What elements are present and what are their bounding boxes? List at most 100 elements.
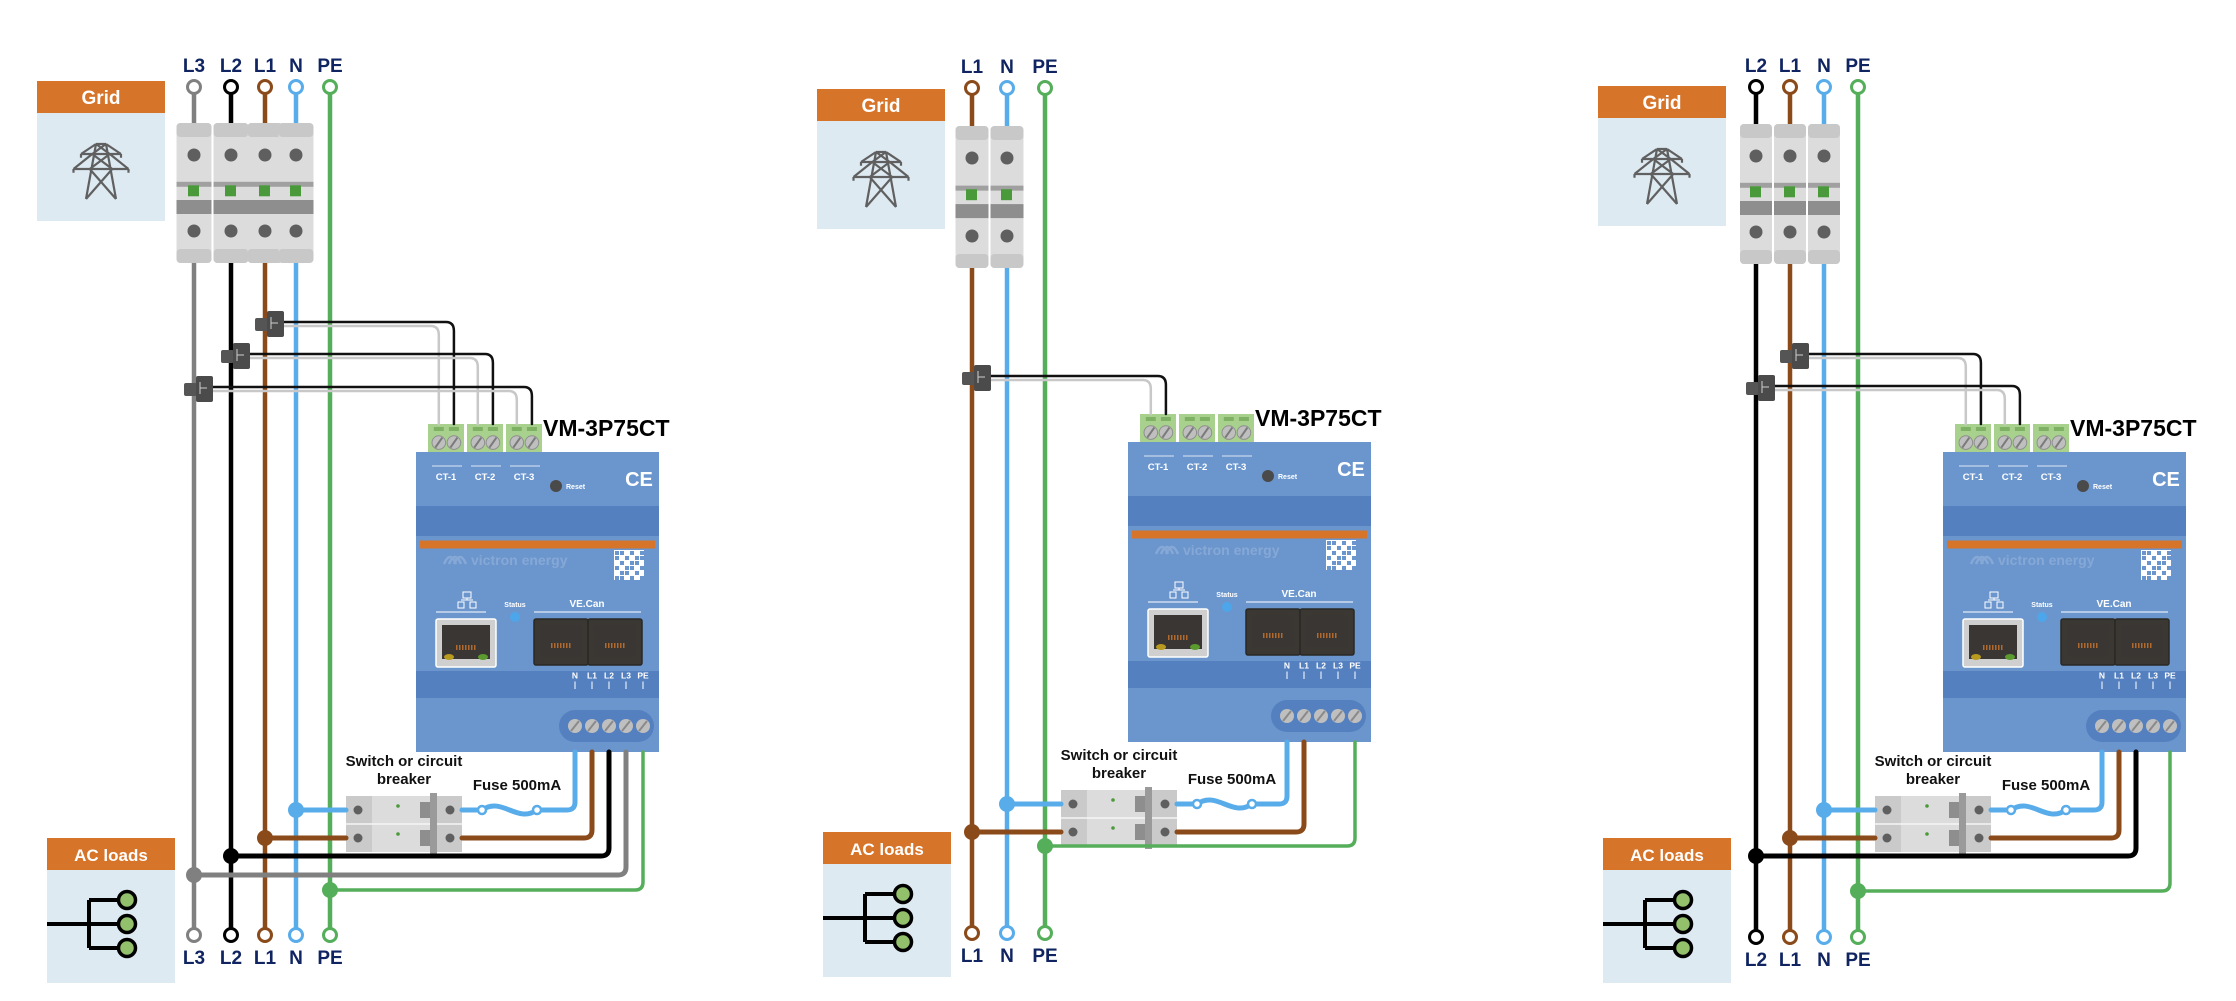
ct-lead-black: [1772, 384, 2022, 426]
fuse-label: Fuse 500mA: [473, 777, 562, 794]
device-orange-stripe: [1947, 540, 2182, 549]
ct-terminal-block: [1179, 414, 1215, 444]
port-pin: [1281, 633, 1283, 638]
top-terminal-N: [1816, 79, 1832, 95]
current-transformer: [184, 376, 213, 402]
port-pin: [2132, 643, 2134, 648]
port-pin: [456, 645, 458, 650]
port-pin: [1171, 635, 1173, 640]
port-pin: [1320, 633, 1322, 638]
breaker-ridge: [1740, 182, 1772, 188]
breaker-bottom-cap: [990, 254, 1024, 268]
vecan-label: VE.Can: [569, 599, 604, 610]
ct-clamp-jaw: [221, 350, 234, 363]
fuse-terminal: [2060, 804, 2072, 816]
breaker-handle-base: [990, 204, 1024, 219]
port-pin: [2001, 645, 2003, 650]
switch-screw: [1068, 799, 1078, 809]
supply-terminal-label-L2: L2: [2131, 671, 2141, 681]
port-led-amber: [444, 654, 454, 660]
screw-slot: [2148, 720, 2158, 732]
breaker-handle-base: [1808, 201, 1840, 215]
current-transformer: [255, 311, 284, 337]
port-socket: [594, 625, 636, 657]
bottom-label-L1: L1: [254, 948, 277, 969]
breaker-screw-top: [1749, 149, 1763, 163]
port-pin: [468, 645, 470, 650]
port-pin: [1168, 635, 1170, 640]
device-orange-stripe: [420, 540, 655, 549]
breaker-toggle: [1750, 186, 1761, 198]
qr-code-icon: [2141, 550, 2171, 580]
ethernet-port: [1147, 608, 1209, 658]
grid-source-box: Grid: [817, 89, 945, 229]
logo-swirl: [1974, 555, 1990, 565]
reset-button[interactable]: [1262, 470, 1274, 482]
breaker-pole: [176, 123, 212, 263]
switch-lever-slot: [1135, 796, 1147, 812]
ct-clamp-body: [1758, 375, 1775, 401]
terminal-slot: [472, 427, 483, 431]
supply-terminal-label-N: N: [2099, 671, 2105, 681]
pylon-lines: [1633, 147, 1691, 205]
breaker-bottom-cap: [213, 249, 249, 263]
bottom-terminal-L1: [257, 927, 273, 943]
port-led-green: [1190, 644, 1200, 650]
ct-label-1: CT-1: [1963, 472, 1984, 483]
breaker-ridge: [1808, 182, 1840, 188]
qr-cell: [625, 556, 629, 560]
device-model-label: VM-3P75CT: [543, 415, 670, 441]
breaker-toggle: [225, 185, 236, 197]
network-icon: [1984, 591, 2004, 609]
ct-leads: [988, 374, 1168, 416]
breaker-screw-top: [187, 148, 201, 162]
breaker-pole: [247, 123, 283, 263]
bottom-label-N: N: [1000, 946, 1014, 967]
reset-button[interactable]: [550, 480, 562, 492]
port-socket: [1154, 615, 1202, 649]
ct-lead-white: [1772, 388, 2007, 426]
breaker-ridge: [213, 181, 249, 187]
qr-cell: [2167, 556, 2171, 560]
qr-cell: [1342, 556, 1346, 560]
screw-slot: [434, 437, 444, 449]
qr-code-icon: [1326, 540, 1356, 570]
switch-lever-slot: [1949, 830, 1961, 846]
port-pin: [554, 643, 556, 648]
qr-cell: [620, 571, 624, 575]
qr-code-icon: [614, 550, 644, 580]
terminal-slot: [1223, 417, 1234, 421]
fuse-terminal: [1246, 798, 1258, 810]
qr-cell: [635, 561, 639, 565]
port-led-amber: [1971, 654, 1981, 660]
breaker-top-cap: [1808, 124, 1840, 138]
reset-label: Reset: [566, 484, 586, 491]
breaker-toggle: [1818, 186, 1829, 198]
ct-clamp-jaw: [962, 372, 975, 385]
top-terminal-PE: [1037, 80, 1053, 96]
ct-arrow-icon: [270, 317, 278, 329]
grid-box-header: [37, 81, 165, 113]
port-pin: [623, 643, 625, 648]
grid-label: Grid: [861, 96, 900, 117]
top-label-L2: L2: [220, 56, 242, 77]
load-node: [116, 889, 138, 911]
reset-button[interactable]: [2077, 480, 2089, 492]
vecan-label: VE.Can: [1281, 589, 1316, 600]
port-pin: [620, 643, 622, 648]
top-terminal-L2: [1748, 79, 1764, 95]
l1-supply: [459, 749, 595, 841]
port-pin: [2081, 643, 2083, 648]
victron-logo: victron energy: [1154, 542, 1280, 558]
top-terminal-N: [288, 79, 304, 95]
bottom-terminal-N: [1816, 929, 1832, 945]
switch-screw: [1974, 833, 1984, 843]
ct-clamp-jaw: [184, 383, 197, 396]
port-socket: [1252, 615, 1294, 647]
breaker-pole: [1808, 124, 1840, 264]
junction-dot: [322, 882, 338, 898]
ct-label-2: CT-2: [2002, 472, 2023, 483]
switch-screw: [1160, 799, 1170, 809]
victron-logo: victron energy: [1969, 552, 2095, 568]
breaker-handle-base: [1774, 201, 1806, 215]
